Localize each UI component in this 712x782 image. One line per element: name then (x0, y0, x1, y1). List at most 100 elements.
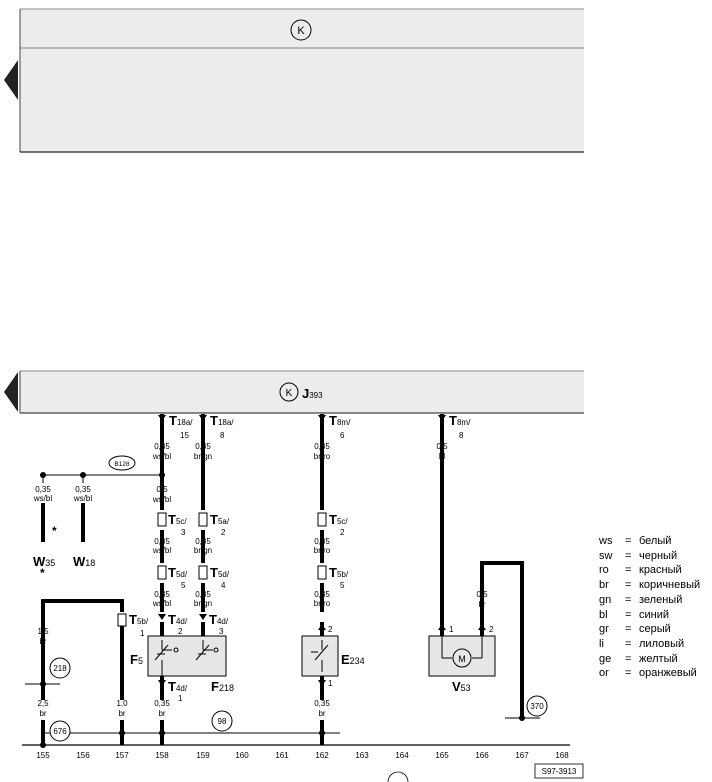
wire-color: ws/bl (152, 599, 171, 608)
column-number: 162 (315, 751, 329, 760)
connector-pin: 4 (221, 581, 226, 590)
component-f5: F5 (130, 652, 143, 667)
connector-t18a8: T18a/ (210, 413, 234, 428)
wire-size: 1,5 (37, 627, 49, 636)
wire-color: br (118, 709, 125, 718)
component-v53: V53 (452, 679, 471, 694)
low-connectors: T4d/ 2 T4d/ 3 T4d/ 1 T5b/ 1 (129, 612, 229, 703)
connector-t5d4: T5d/ (210, 565, 230, 580)
legend-code: ws (599, 535, 613, 547)
column-number: 167 (515, 751, 529, 760)
column-number: 163 (355, 751, 369, 760)
wire-size: 0,5 (436, 442, 448, 451)
j393-title: J393 (302, 386, 323, 401)
main-left-arrow-icon (4, 372, 18, 412)
reference-markers: 218 676 98 370 (49, 657, 548, 742)
b128-label: B128 (114, 461, 130, 468)
component-w18: W18 (73, 554, 95, 569)
wire-color: br (478, 600, 485, 609)
legend-row: ge=желтый (599, 652, 700, 667)
wire-color: ws/bl (152, 495, 171, 504)
legend-eq: = (625, 637, 632, 650)
column-number: 156 (76, 751, 90, 760)
component-e234: E234 (341, 652, 365, 667)
legend-meaning: синий (639, 608, 670, 621)
main-panel: K J393 (4, 370, 584, 414)
f5-pin-label: 1 (140, 629, 145, 638)
legend-row: or=оранжевый (599, 666, 700, 681)
legend-eq: = (625, 579, 632, 592)
wire-size: 0,35 (154, 699, 170, 708)
legend-eq: = (625, 564, 632, 577)
connector-t4d1: T4d/ (168, 679, 188, 694)
legend-meaning: лиловый (639, 637, 685, 650)
top-left-arrow-icon (4, 60, 18, 100)
legend-meaning: оранжевый (639, 667, 697, 680)
wire-color: ws/bl (152, 546, 171, 555)
wire-color: br (39, 709, 46, 718)
wire-color: br/gn (194, 599, 212, 608)
wire-size: 0,35 (35, 485, 51, 494)
connector-t4d3: T4d/ (209, 612, 229, 627)
wire-size: 2,5 (37, 699, 49, 708)
legend-row: sw=черный (599, 549, 700, 564)
column-number: 159 (196, 751, 210, 760)
mid-connectors: T5c/ 3 T5a/ 2 T5c/ 2 0,35 ws/bl 0,35 br/… (152, 512, 349, 608)
legend-meaning: красный (639, 564, 682, 577)
wire-color: ws/bl (73, 494, 92, 503)
legend-meaning: белый (639, 535, 672, 547)
wire-size: 0,35 (195, 590, 211, 599)
e234-pin1: 1 (328, 679, 333, 688)
bottom-circle-fragment (387, 771, 409, 782)
legend-eq: = (625, 652, 632, 665)
legend-row: li = лиловый (599, 637, 700, 652)
connector-t8m8: T8m/ (449, 413, 471, 428)
connector-t5c2: T5c/ (329, 512, 348, 527)
legend-row: bl=синий (599, 608, 700, 623)
document-code: S97-3913 (387, 763, 584, 782)
pin-arrows (158, 614, 486, 686)
doc-code-text: S97-3913 (542, 767, 577, 776)
connector-boxes (117, 512, 327, 627)
legend-code: ro (599, 564, 609, 577)
legend-eq: = (625, 535, 632, 547)
connector-pin: 3 (219, 627, 224, 636)
component-f218: F218 (211, 679, 234, 694)
wire-size: 0,35 (75, 485, 91, 494)
wire-size: 0,35 (154, 590, 170, 599)
wire-size: 0,35 (195, 537, 211, 546)
legend-row: br=коричневый (599, 578, 700, 593)
connector-pin: 5 (340, 581, 345, 590)
column-number: 155 (36, 751, 50, 760)
component-w35: W35 (33, 554, 55, 569)
legend-code: li (599, 637, 604, 650)
column-number: 161 (275, 751, 289, 760)
junction-dots (40, 472, 525, 748)
legend-meaning: серый (639, 623, 671, 636)
wire-color: br/ro (314, 452, 331, 461)
wire-color: bl (439, 452, 445, 461)
legend-eq: = (625, 549, 632, 562)
wire-color: br/gn (194, 546, 212, 555)
connector-pin: 15 (180, 431, 189, 440)
legend-code: ge (599, 652, 612, 665)
legend-code: gr (599, 623, 609, 636)
motor-icon: M (458, 654, 466, 664)
wire-size: 0,5 (156, 485, 168, 494)
legend-eq: = (625, 623, 632, 636)
marker-676: 676 (53, 727, 67, 736)
connector-t5b1: T5b/ (129, 612, 149, 627)
column-number: 157 (115, 751, 129, 760)
legend-code: bl (599, 608, 608, 621)
connector-t5c3: T5c/ (168, 512, 187, 527)
connector-pin: 2 (221, 528, 226, 537)
w35-star-bottom: * (40, 566, 45, 580)
w-branch: 0,35 ws/bl 0,35 ws/bl * W35 * W18 (33, 485, 95, 580)
v53-pin2: 2 (489, 625, 494, 634)
legend-eq: = (625, 667, 632, 680)
top-panel: K (4, 8, 584, 153)
connector-t8m6: T8m/ (329, 413, 351, 428)
connector-pin: 8 (459, 431, 464, 440)
legend-eq: = (625, 593, 632, 606)
